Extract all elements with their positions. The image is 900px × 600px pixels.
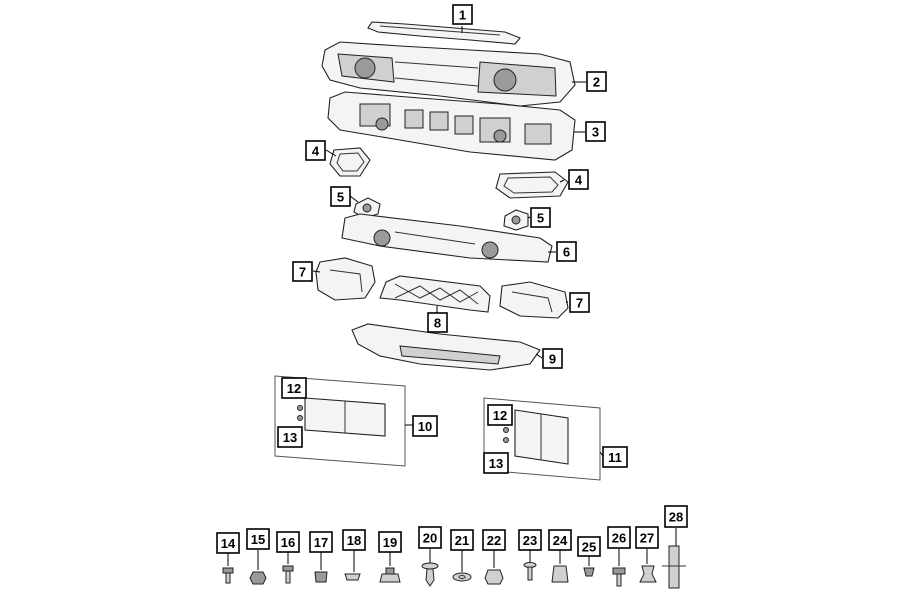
callout-26: 26 [607, 526, 631, 549]
part-license-bracket-assembly-right [483, 397, 601, 481]
callout-label: 16 [281, 535, 295, 550]
callout-13-left: 13 [277, 426, 303, 448]
callout-label: 9 [549, 352, 556, 367]
callout-label: 25 [582, 540, 596, 555]
callout-label: 12 [493, 408, 507, 423]
part-fog-lamp-bezel-left [329, 147, 371, 177]
callout-label: 20 [423, 531, 437, 546]
fastener-19 [379, 567, 401, 583]
callout-label: 4 [575, 173, 583, 188]
callout-4-right: 4 [568, 169, 589, 190]
part-upper-trim [367, 21, 521, 45]
fastener-15 [249, 571, 267, 585]
callout-label: 12 [287, 381, 301, 396]
callout-7-left: 7 [292, 261, 313, 282]
callout-label: 8 [434, 316, 441, 331]
callout-label: 22 [487, 533, 501, 548]
callout-21: 21 [450, 529, 474, 551]
fastener-26 [612, 567, 626, 587]
callout-18: 18 [342, 529, 366, 551]
callout-label: 18 [347, 533, 361, 548]
callout-6: 6 [556, 241, 577, 262]
callout-19: 19 [378, 531, 402, 553]
part-fog-lamp-bezel-right [495, 171, 569, 199]
callout-25: 25 [577, 536, 601, 557]
callout-17: 17 [309, 531, 333, 553]
part-bumper-fascia [321, 41, 576, 107]
callout-label: 17 [314, 535, 328, 550]
callout-label: 6 [563, 245, 570, 260]
callout-label: 2 [593, 75, 600, 90]
fastener-16 [282, 565, 294, 584]
callout-3: 3 [585, 121, 606, 142]
part-fog-lamp-bracket-right [503, 209, 529, 231]
callout-label: 1 [459, 8, 466, 23]
fastener-23 [523, 562, 537, 581]
fastener-18 [344, 573, 361, 581]
callout-27: 27 [635, 526, 659, 549]
callout-10: 10 [412, 415, 438, 437]
callout-12-left: 12 [281, 377, 307, 399]
callout-label: 5 [537, 211, 544, 226]
leader-lines [227, 26, 677, 572]
fastener-20 [421, 562, 439, 587]
part-skid-plate [351, 323, 541, 371]
fastener-27 [639, 565, 657, 583]
fastener-14 [222, 567, 234, 584]
part-fog-lamp-bracket-left [353, 197, 381, 219]
callout-label: 28 [669, 510, 683, 525]
callout-14: 14 [216, 532, 240, 554]
callout-11: 11 [602, 446, 628, 468]
callout-label: 23 [523, 533, 537, 548]
callout-23: 23 [518, 529, 542, 551]
callout-16: 16 [276, 531, 300, 553]
part-side-bracket-left [315, 257, 376, 301]
callout-7-right: 7 [569, 292, 590, 313]
callout-label: 7 [299, 265, 306, 280]
callout-24: 24 [548, 529, 572, 551]
callout-28: 28 [664, 505, 688, 528]
callout-20: 20 [418, 526, 442, 549]
callout-label: 27 [640, 531, 654, 546]
callout-13-right: 13 [483, 452, 509, 474]
callout-1: 1 [452, 4, 473, 25]
callout-label: 10 [418, 419, 432, 434]
fasteners-row [222, 545, 686, 589]
callout-label: 13 [489, 456, 503, 471]
callout-label: 13 [283, 430, 297, 445]
callout-4-left: 4 [305, 140, 326, 161]
callout-label: 15 [251, 532, 265, 547]
callout-2: 2 [586, 71, 607, 92]
fastener-24 [551, 565, 569, 583]
callout-label: 21 [455, 533, 469, 548]
part-bumper-beam [341, 213, 553, 263]
callout-label: 7 [576, 296, 583, 311]
callout-label: 11 [608, 450, 622, 465]
callout-22: 22 [482, 529, 506, 551]
fastener-17 [314, 571, 328, 583]
fastener-25 [583, 567, 595, 577]
part-lower-grille [379, 275, 491, 313]
part-side-bracket-right [499, 281, 569, 319]
callout-9: 9 [542, 348, 563, 369]
callout-label: 5 [337, 190, 344, 205]
callout-12-right: 12 [487, 404, 513, 426]
part-bumper-support [327, 91, 576, 161]
callout-15: 15 [246, 528, 270, 550]
callout-5-left: 5 [330, 186, 351, 207]
fastener-28 [662, 545, 686, 589]
callout-label: 14 [221, 536, 236, 551]
callout-label: 24 [553, 533, 568, 548]
callout-label: 19 [383, 535, 397, 550]
callout-label: 26 [612, 531, 626, 546]
fastener-22 [484, 569, 504, 585]
fastener-21 [452, 572, 472, 582]
callout-5-right: 5 [530, 207, 551, 228]
callout-label: 4 [312, 144, 320, 159]
callout-label: 3 [592, 125, 599, 140]
callout-8: 8 [427, 312, 448, 333]
part-license-bracket-assembly-left [274, 375, 406, 467]
